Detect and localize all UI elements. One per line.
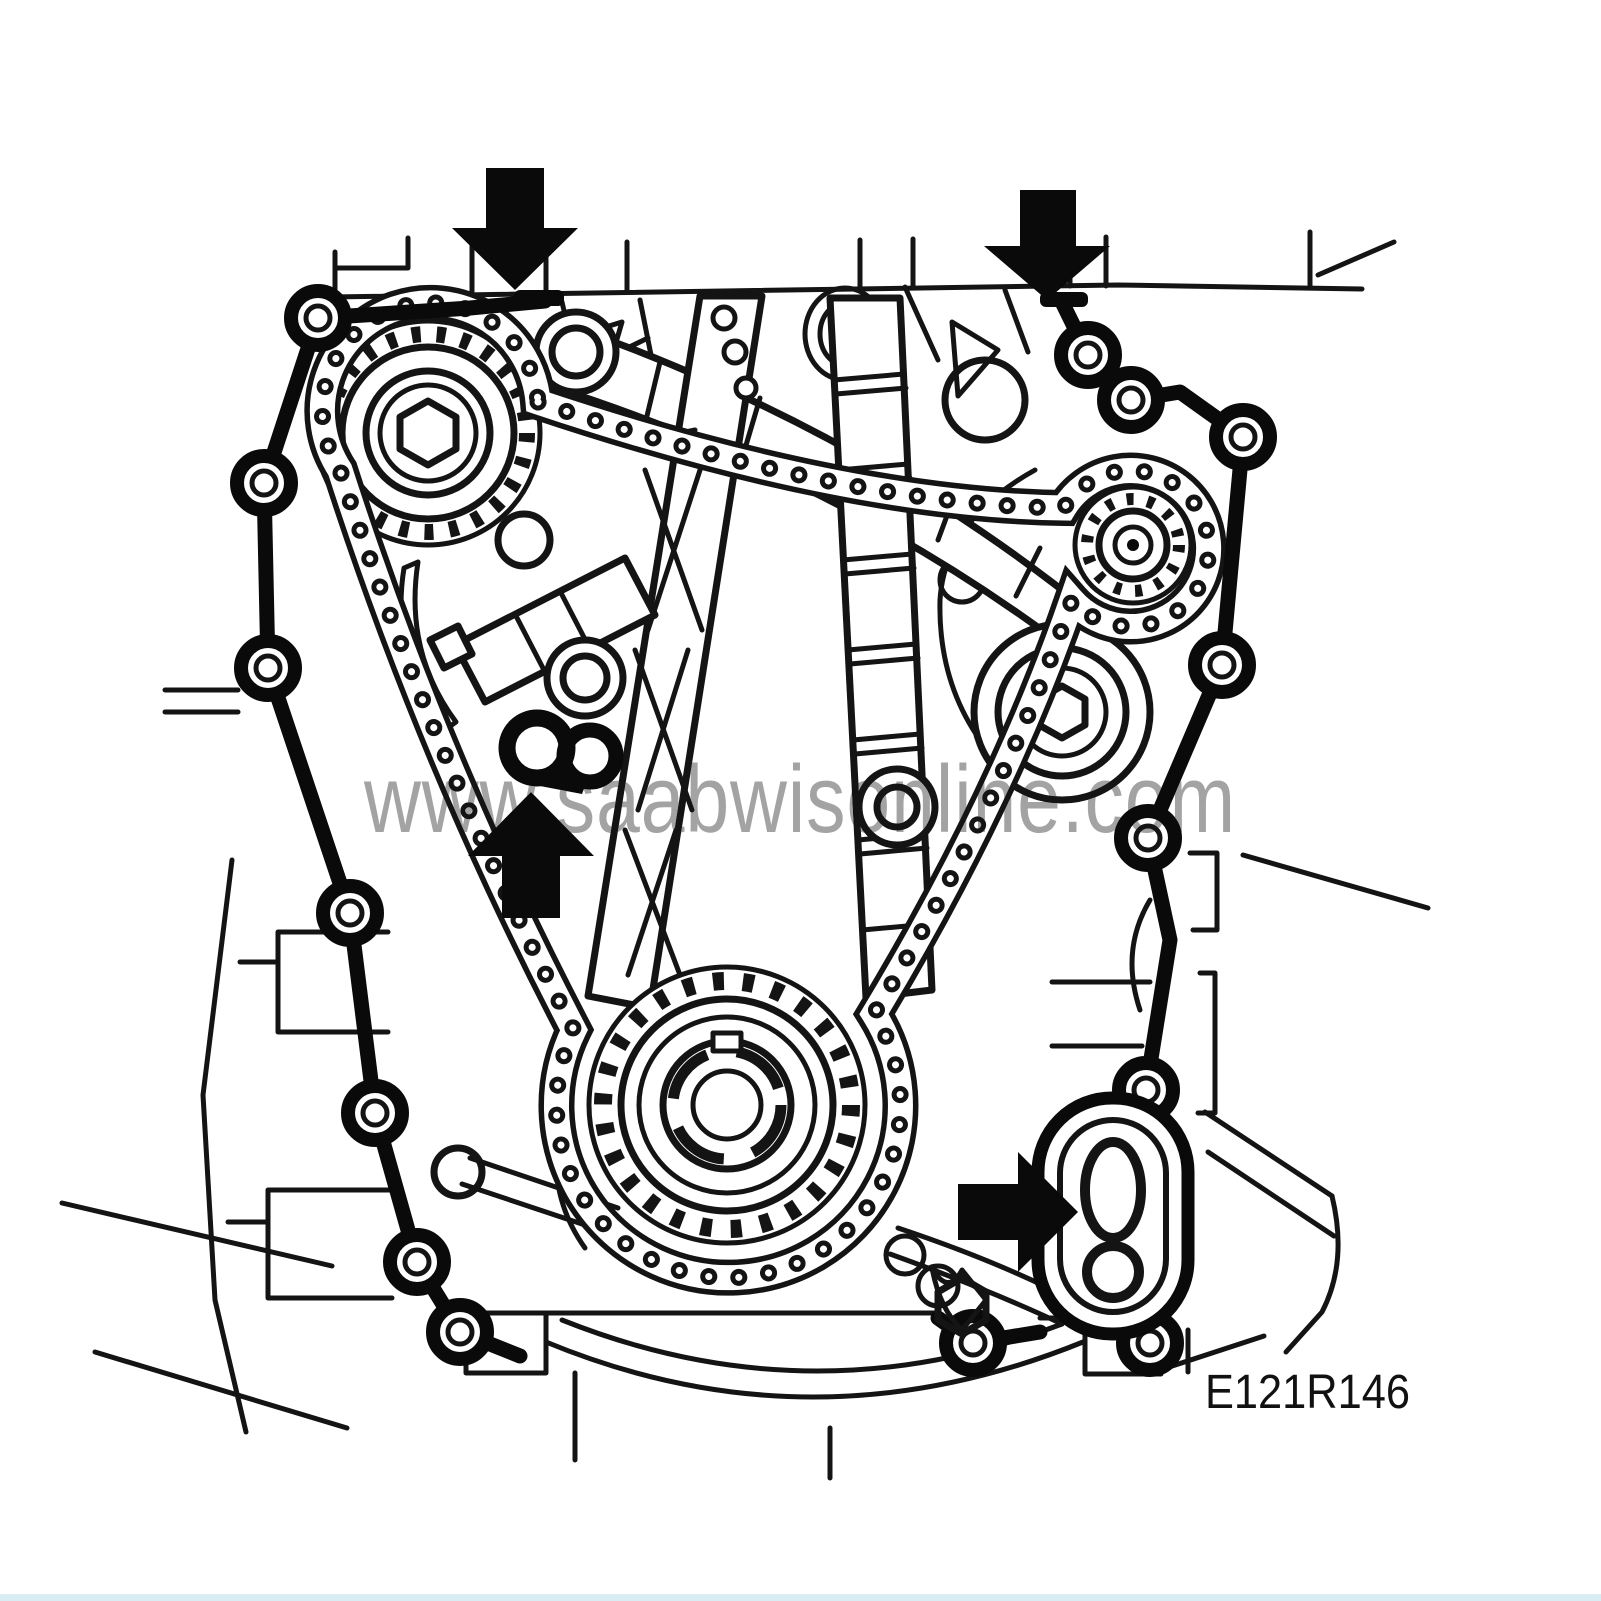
block-boss-2 bbox=[225, 1187, 395, 1301]
port-hex-bolt bbox=[934, 1274, 990, 1338]
bolt-hole bbox=[383, 1228, 451, 1296]
tensioner-body bbox=[451, 554, 659, 706]
sprockets bbox=[313, 318, 1194, 1246]
lattice-hole-1 bbox=[710, 304, 738, 332]
head-parting-line bbox=[327, 282, 1365, 300]
bolt-hole bbox=[284, 284, 352, 352]
bolt-hole bbox=[1209, 403, 1277, 471]
gasket-contact-left bbox=[514, 290, 564, 306]
sump-curve-outer bbox=[543, 1339, 1086, 1400]
port-round-opening bbox=[1082, 1241, 1144, 1303]
bolt-hole bbox=[426, 1298, 494, 1366]
arrow-tensioner-up-icon bbox=[468, 792, 594, 918]
right-sprocket-hub bbox=[1112, 524, 1154, 566]
block-left-edge bbox=[200, 857, 249, 1435]
watermark-text: www.saabwisonline.com bbox=[363, 746, 1236, 853]
head-ticks bbox=[469, 234, 1109, 295]
link-rod-eye bbox=[430, 1144, 486, 1200]
cover-right-tabs bbox=[1187, 850, 1220, 1116]
bolt-hole bbox=[1114, 804, 1182, 872]
arrow-top-left-down-icon bbox=[452, 168, 578, 290]
crank-bore bbox=[690, 1068, 764, 1142]
bolt-hole bbox=[1054, 321, 1122, 389]
intake-sprocket-teeth bbox=[321, 326, 535, 540]
arrow-oil-port-right-icon bbox=[958, 1152, 1078, 1272]
tensioner-nose bbox=[426, 622, 476, 672]
intake-hex-bolt bbox=[396, 397, 460, 469]
upper-guide-pivot-hole bbox=[548, 324, 604, 380]
seal-ring-right bbox=[556, 722, 624, 790]
bolt-hole bbox=[230, 449, 298, 517]
pan-verticals bbox=[572, 1370, 833, 1481]
tensioner-mount-bottom bbox=[543, 636, 627, 720]
bolt-hole bbox=[341, 1079, 409, 1147]
casting-hole-right bbox=[941, 356, 1029, 444]
intake-sprocket-ring bbox=[362, 367, 494, 499]
lattice-hole-3 bbox=[733, 375, 759, 401]
cover-bolts bbox=[230, 284, 1277, 1377]
head-step-left bbox=[332, 235, 411, 298]
bolt-hole bbox=[316, 879, 384, 947]
block-lines-near-code bbox=[1157, 1327, 1267, 1375]
chain-body bbox=[309, 290, 1222, 1291]
right-small-sprocket bbox=[1072, 484, 1194, 606]
head-tick-right bbox=[1307, 229, 1397, 291]
hole-near-port bbox=[883, 1233, 927, 1277]
tensioner-mount-bottom-hole bbox=[559, 652, 611, 704]
right-sprocket-center bbox=[1127, 539, 1139, 551]
ladder-bolt-boss bbox=[855, 765, 939, 849]
port-oval-opening bbox=[1080, 1137, 1146, 1243]
scan-edge-strip bbox=[0, 1594, 1601, 1601]
intake-sprocket-hub bbox=[377, 382, 479, 484]
ladder-bolt-hole bbox=[873, 783, 921, 831]
block-flange-lines bbox=[162, 687, 241, 715]
crank-sprocket-teeth bbox=[594, 972, 860, 1238]
casting-curve-right-low bbox=[1129, 897, 1153, 1013]
casting-lines-upper-right bbox=[902, 284, 1031, 363]
cover-gasket bbox=[230, 284, 1277, 1377]
engine-block-lines bbox=[59, 229, 1431, 1481]
gasket-contact-right bbox=[1040, 292, 1088, 307]
lattice-hole-2 bbox=[721, 338, 749, 366]
arrow-top-right-down-icon bbox=[984, 190, 1110, 300]
block-diagonal-1 bbox=[59, 1200, 335, 1269]
crank-sprocket-ring bbox=[636, 1014, 818, 1196]
crank-sprocket-face bbox=[617, 995, 837, 1215]
tensioner-mount-top bbox=[494, 510, 554, 570]
block-diagonal-2 bbox=[92, 1349, 350, 1431]
lattice-bracing bbox=[622, 427, 705, 978]
block-right-diag-2 bbox=[1202, 1109, 1337, 1239]
crank-hub-slots bbox=[667, 1045, 787, 1165]
casting-triangle bbox=[949, 319, 1001, 399]
block-right-diag-1 bbox=[1240, 852, 1431, 911]
chain-tensioner bbox=[398, 510, 659, 794]
right-sprocket-teeth bbox=[1081, 493, 1185, 597]
figure-code: E121R146 bbox=[1205, 1366, 1410, 1419]
block-right-corner bbox=[1283, 1193, 1341, 1355]
crank-key-notch bbox=[710, 1030, 744, 1054]
timing-chain bbox=[304, 284, 1227, 1296]
intake-cam-sprocket bbox=[313, 318, 543, 548]
bolt-hole bbox=[1097, 366, 1165, 434]
bolt-hole bbox=[1188, 631, 1256, 699]
bolt-hole bbox=[234, 634, 302, 702]
annotation-arrows bbox=[452, 168, 1110, 1272]
crankshaft-sprocket bbox=[586, 964, 868, 1246]
